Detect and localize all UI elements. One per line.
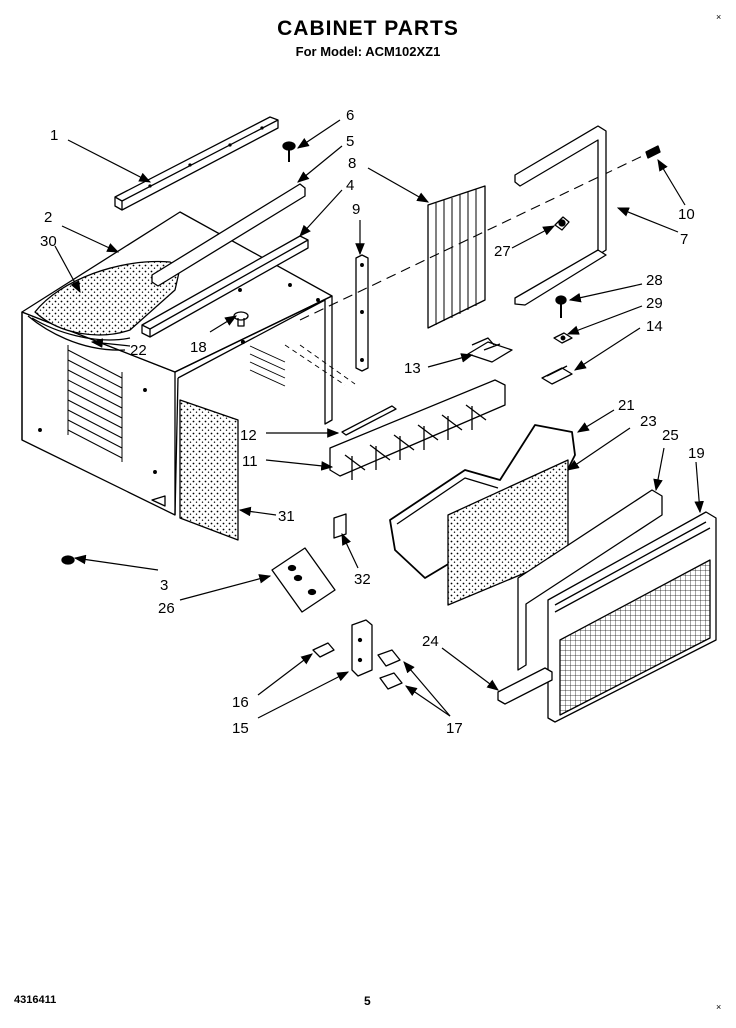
callout-32: 32 bbox=[354, 571, 371, 588]
clip-part-14 bbox=[541, 365, 573, 385]
leader-32 bbox=[341, 532, 359, 569]
side-curtain-part-8 bbox=[427, 185, 486, 329]
front-grille-part-19 bbox=[547, 511, 717, 723]
document-code: 4316411 bbox=[14, 994, 57, 1006]
callout-28: 28 bbox=[646, 272, 663, 289]
bracket-part-9 bbox=[355, 254, 369, 372]
mounting-bracket-part-15 bbox=[351, 619, 373, 677]
leader-8 bbox=[367, 167, 430, 203]
plug-part-18 bbox=[233, 311, 249, 345]
callout-4: 4 bbox=[346, 177, 354, 194]
leader-19 bbox=[694, 461, 704, 514]
corner-mark-bottom: × bbox=[716, 1002, 722, 1012]
screw-part-17 bbox=[377, 649, 403, 690]
callout-22: 22 bbox=[130, 342, 147, 359]
corner-mark-top: × bbox=[716, 12, 722, 22]
page-number: 5 bbox=[364, 994, 371, 1008]
callout-8: 8 bbox=[348, 155, 356, 172]
top-rail-part-1 bbox=[114, 116, 279, 211]
screw-part-10 bbox=[645, 145, 661, 159]
leader-21 bbox=[576, 409, 615, 433]
leader-3 bbox=[73, 554, 159, 571]
nut-part-29 bbox=[553, 332, 573, 344]
callout-27: 27 bbox=[494, 243, 511, 260]
clip-part-32 bbox=[333, 513, 347, 539]
leader-13 bbox=[427, 353, 474, 368]
screw-part-3 bbox=[61, 555, 75, 565]
callout-12: 12 bbox=[240, 427, 257, 444]
leader-26 bbox=[179, 574, 272, 601]
callout-17: 17 bbox=[446, 720, 463, 737]
callout-29: 29 bbox=[646, 295, 663, 312]
callout-25: 25 bbox=[662, 427, 679, 444]
callout-5: 5 bbox=[346, 133, 354, 150]
callout-9: 9 bbox=[352, 201, 360, 218]
leader-30 bbox=[54, 245, 81, 294]
bracket-part-13 bbox=[467, 337, 513, 363]
leader-1 bbox=[67, 139, 152, 183]
callout-2: 2 bbox=[44, 209, 52, 226]
callout-10: 10 bbox=[678, 206, 695, 223]
callout-3: 3 bbox=[160, 577, 168, 594]
callout-23: 23 bbox=[640, 413, 657, 430]
assembly-dashed-line bbox=[299, 149, 656, 321]
side-frame-part-7 bbox=[514, 125, 607, 306]
leader-23 bbox=[567, 427, 631, 471]
leader-6 bbox=[297, 119, 341, 149]
callout-11: 11 bbox=[242, 453, 258, 470]
leader-18 bbox=[209, 315, 238, 333]
strip-part-5 bbox=[151, 183, 306, 287]
leader-27 bbox=[511, 225, 556, 249]
callout-19: 19 bbox=[688, 445, 705, 462]
leader-4 bbox=[299, 189, 343, 237]
callout-13: 13 bbox=[404, 360, 421, 377]
callout-18: 18 bbox=[190, 339, 207, 356]
bracket-part-16 bbox=[312, 642, 335, 658]
callout-24: 24 bbox=[422, 633, 439, 650]
leader-24 bbox=[441, 647, 499, 691]
callout-16: 16 bbox=[232, 694, 249, 711]
callout-15: 15 bbox=[232, 720, 249, 737]
callout-6: 6 bbox=[346, 107, 354, 124]
leader-17b bbox=[405, 685, 451, 717]
strip-part-24 bbox=[497, 667, 553, 705]
callout-1: 1 bbox=[50, 127, 58, 144]
leader-22 bbox=[90, 338, 131, 348]
callout-30: 30 bbox=[40, 233, 57, 250]
leader-17a bbox=[403, 661, 451, 717]
filter-frame-part-21 bbox=[389, 424, 576, 579]
leader-28 bbox=[568, 283, 643, 303]
leader-7 bbox=[616, 207, 679, 233]
bracket-part-26 bbox=[271, 547, 336, 613]
leader-2 bbox=[61, 225, 120, 253]
rod-part-12 bbox=[341, 405, 397, 436]
leader-15 bbox=[257, 671, 350, 719]
callout-7: 7 bbox=[680, 231, 688, 248]
callout-31: 31 bbox=[278, 508, 295, 525]
diagram-title: CABINET PARTS bbox=[277, 17, 459, 40]
leader-31 bbox=[238, 506, 277, 517]
leader-10 bbox=[657, 158, 686, 206]
model-subtitle: For Model: ACM102XZ1 bbox=[295, 44, 441, 59]
leader-5 bbox=[297, 145, 343, 183]
screw-part-27 bbox=[554, 216, 570, 231]
callout-21: 21 bbox=[618, 397, 635, 414]
screw-part-28 bbox=[555, 295, 567, 318]
filter-pad-part-31 bbox=[179, 399, 239, 541]
screw-part-6 bbox=[282, 141, 296, 162]
callout-26: 26 bbox=[158, 600, 175, 617]
leader-14 bbox=[573, 327, 641, 371]
callout-14: 14 bbox=[646, 318, 663, 335]
leader-11 bbox=[265, 459, 334, 471]
leader-29 bbox=[566, 305, 643, 335]
leader-16 bbox=[257, 653, 313, 696]
leader-25 bbox=[653, 447, 665, 492]
